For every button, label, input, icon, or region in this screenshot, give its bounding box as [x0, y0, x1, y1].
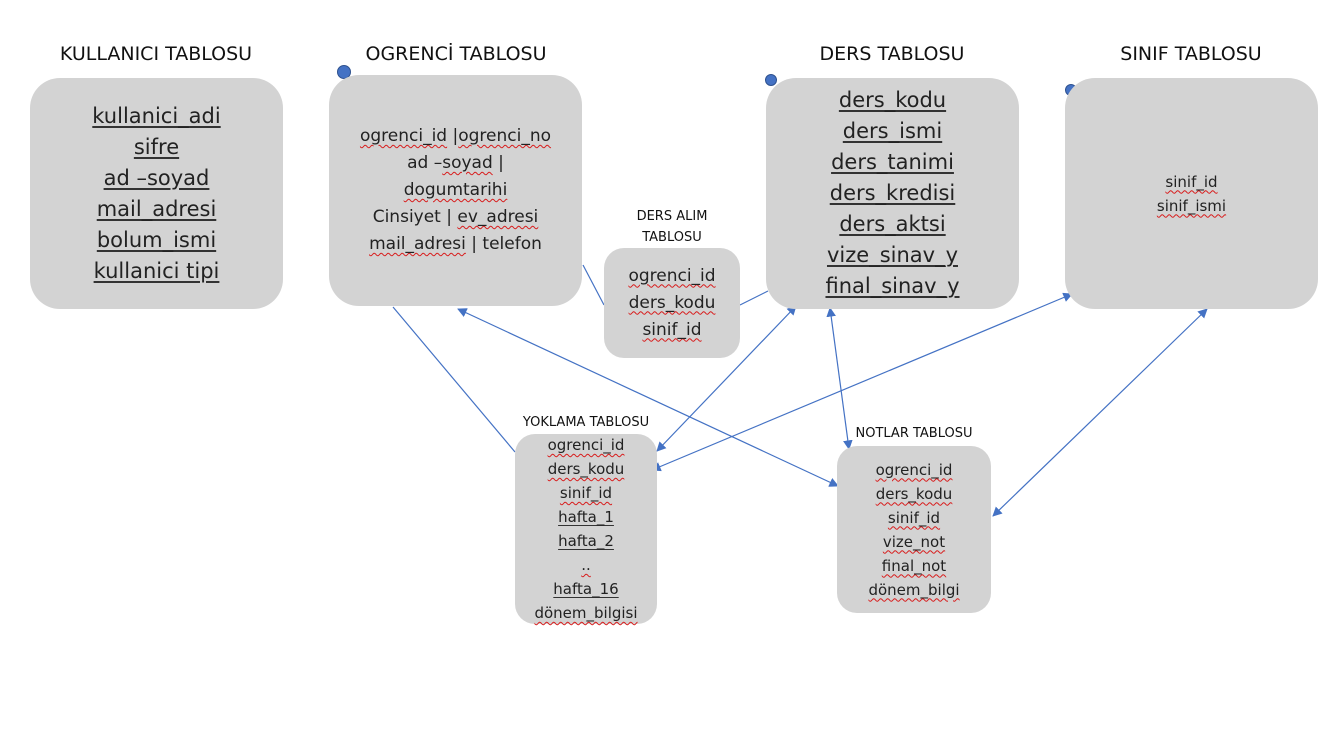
notlar-field: sinif_id — [887, 508, 941, 527]
yoklama-field: sinif_id — [559, 484, 613, 502]
kullanici-table-title: KULLANICI TABLOSU — [59, 43, 253, 65]
ders-field: vize_sinav_y — [826, 243, 958, 267]
yoklama-field: dönem_bilgisi — [534, 604, 638, 622]
sinif-table-title: SINIF TABLOSU — [1120, 43, 1262, 65]
dersalim-field: ogrenci_id — [628, 265, 716, 286]
connector-sinif-notlar — [992, 308, 1208, 517]
kullanici-field: kullanici_adi — [92, 103, 221, 128]
connector-ogrenci-notlar — [457, 308, 839, 487]
kullanici-field: sifre — [133, 134, 180, 159]
notlar-table-title: NOTLAR TABLOSU — [855, 426, 973, 441]
yoklama-field: hafta_2 — [558, 532, 614, 550]
dersalim-table-box: ogrenci_id ders_kodu sinif_id — [604, 248, 740, 358]
sinif-field: sinif_id — [1165, 172, 1218, 191]
ogrenci-line: ad –soyad | — [407, 153, 504, 173]
yoklama-table-box: ogrenci_id ders_kodu sinif_id hafta_1 ha… — [515, 434, 657, 624]
connector-ogrenci-yoklama — [392, 306, 516, 453]
ogrenci-line: Cinsiyet | ev_adresi — [372, 207, 539, 227]
kullanici-table-box: kullanici_adi sifre ad –soyad mail_adres… — [30, 78, 283, 309]
ders-field: ders_ismi — [842, 119, 943, 143]
dersalim-table-title: DERS ALIM TABLOSU — [636, 209, 708, 245]
dersalim-field: sinif_id — [642, 319, 702, 340]
yoklama-field: hafta_1 — [558, 508, 614, 526]
notlar-field: dönem_bilgi — [868, 580, 960, 599]
sinif-field: sinif_ismi — [1156, 196, 1227, 215]
notlar-field: ogrenci_id — [875, 460, 953, 479]
ogrenci-table-box: ogrenci_id |ogrenci_no ad –soyad | dogum… — [329, 75, 582, 306]
yoklama-field: ders_kodu — [547, 460, 625, 478]
ders-field: ders_aktsi — [839, 212, 946, 236]
kullanici-field: bolum_ismi — [96, 227, 217, 252]
ogrenci-table-title: OGRENCİ TABLOSU — [365, 43, 547, 65]
ders-table-box: ders_kodu ders_ismi ders_tanimi ders_kre… — [766, 78, 1019, 309]
connector-dersalim-ders — [739, 290, 769, 306]
ogrenci-line: ogrenci_id |ogrenci_no — [359, 126, 552, 146]
ders-field: ders_kredisi — [829, 181, 956, 205]
ders-table-title: DERS TABLOSU — [819, 43, 965, 65]
yoklama-field: hafta_16 — [553, 580, 619, 598]
kullanici-field: kullanici tipi — [93, 258, 220, 283]
ders-field: ders_tanimi — [831, 150, 954, 174]
connector-ogrenci-dersalim — [582, 264, 605, 306]
yoklama-table-title: YOKLAMA TABLOSU — [522, 415, 650, 430]
kullanici-field: ad –soyad — [103, 165, 210, 190]
yoklama-field: .. — [581, 556, 591, 574]
sinif-table-box: sinif_id sinif_ismi — [1065, 78, 1318, 309]
ders-field: final_sinav_y — [825, 274, 960, 298]
ders-field: ders_kodu — [838, 88, 947, 112]
notlar-field: vize_not — [882, 532, 946, 551]
notlar-field: final_not — [881, 556, 947, 575]
ogrenci-line: dogumtarihi — [403, 180, 508, 200]
kullanici-field: mail_adresi — [96, 196, 217, 221]
notlar-field: ders_kodu — [875, 484, 953, 503]
ders-handle-dot — [765, 74, 777, 86]
dersalim-field: ders_kodu — [628, 292, 716, 313]
yoklama-field: ogrenci_id — [547, 436, 625, 454]
notlar-table-box: ogrenci_id ders_kodu sinif_id vize_not f… — [837, 446, 991, 613]
ogrenci-line: mail_adresi | telefon — [369, 234, 542, 254]
